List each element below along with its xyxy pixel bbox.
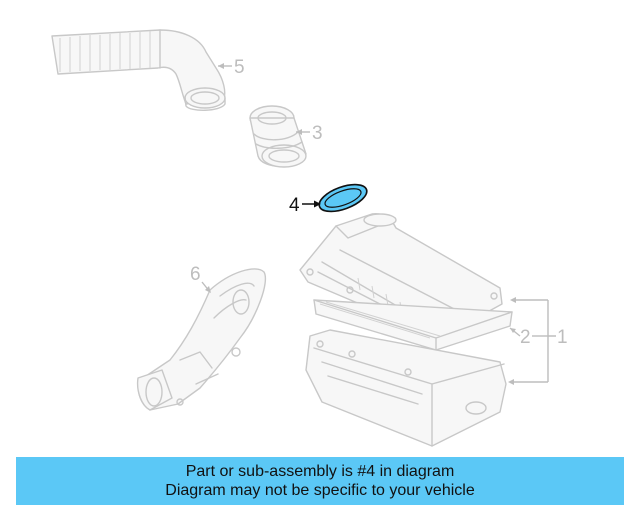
- callout-2: 2: [520, 327, 531, 348]
- callout-3: 3: [312, 123, 323, 144]
- part-6-resonator: [136, 268, 266, 411]
- parts-diagram: 5 3 4 6 2 1: [51, 29, 568, 447]
- callout-6: 6: [190, 264, 201, 285]
- callout-4: 4: [289, 195, 300, 216]
- callout-1: 1: [557, 327, 568, 348]
- banner-line-part: Part or sub-assembly is #4 in diagram: [185, 463, 455, 480]
- part-3-coupler-hose: [249, 105, 307, 168]
- banner-line-disclaimer: Diagram may not be specific to your vehi…: [165, 482, 475, 499]
- part-4-seal-ring: [318, 183, 368, 213]
- part-1-lower-housing: [305, 329, 507, 447]
- part-2-filter-element: [313, 299, 513, 351]
- leader-lines: [201, 63, 556, 385]
- part-5-intake-duct: [51, 29, 226, 111]
- callout-5: 5: [234, 57, 245, 78]
- info-banner: Part or sub-assembly is #4 in diagram Di…: [16, 457, 624, 505]
